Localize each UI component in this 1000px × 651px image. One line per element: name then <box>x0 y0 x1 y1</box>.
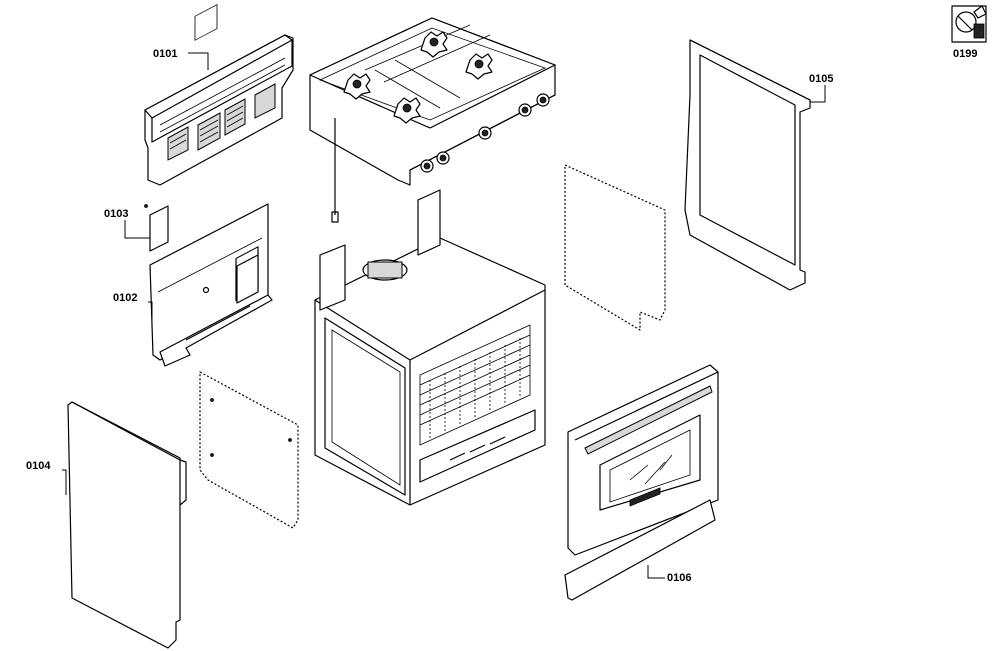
burner-icon <box>465 53 493 80</box>
leader-0102 <box>148 301 153 325</box>
burner-icon <box>393 97 421 124</box>
part-oven-cavity <box>314 189 546 506</box>
callout-0101: 0101 <box>153 48 177 60</box>
part-0105-frame <box>684 39 811 291</box>
leader-0106 <box>647 565 665 579</box>
part-0102-rear-panel <box>149 203 273 367</box>
part-right-liner <box>564 164 666 331</box>
wrench-sheet-icon <box>951 5 987 43</box>
leader-0104 <box>62 469 67 495</box>
burner-icon <box>420 31 448 58</box>
part-0103-plate <box>144 204 169 252</box>
callout-0102: 0102 <box>113 292 137 304</box>
leader-0105 <box>810 85 826 103</box>
callouts: 0101 0103 0102 0104 0105 0106 0199 <box>26 48 977 584</box>
burner-icon <box>343 73 371 100</box>
callout-0103: 0103 <box>104 208 128 220</box>
callout-0106: 0106 <box>667 572 691 584</box>
part-0104-side-panel <box>67 401 187 649</box>
part-0101-backguard <box>144 4 294 186</box>
leader-0103 <box>124 220 150 239</box>
part-left-liner <box>199 371 299 529</box>
callout-0104: 0104 <box>26 460 51 472</box>
leader-0101 <box>188 52 209 70</box>
part-0106-drawer-front <box>564 499 716 601</box>
part-cooktop <box>309 17 556 223</box>
part-oven-door <box>567 364 719 556</box>
callout-0199: 0199 <box>953 48 977 60</box>
knob-icon <box>420 93 550 173</box>
callout-0105: 0105 <box>809 73 833 85</box>
